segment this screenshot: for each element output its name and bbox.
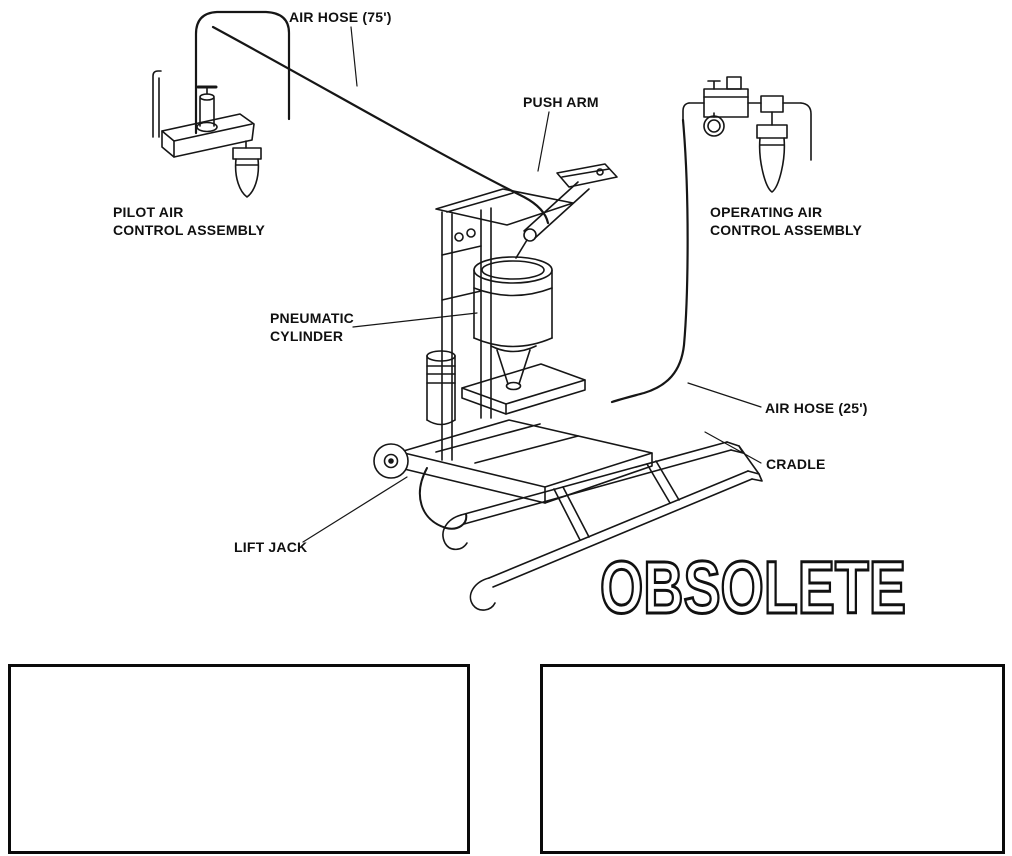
caption-box-right [540, 664, 1005, 854]
label-line-2: CYLINDER [270, 328, 344, 344]
air-hose-75-drawing [194, 10, 550, 225]
leader-air-hose-75 [350, 26, 358, 87]
leader-pneumatic-cylinder [352, 312, 478, 328]
label-pilot-air-control-assembly: PILOT AIR CONTROL ASSEMBLY [113, 203, 265, 239]
label-air-hose-75: AIR HOSE (75') [289, 9, 392, 25]
label-pneumatic-cylinder: PNEUMATIC CYLINDER [270, 309, 354, 345]
leader-lift-jack [302, 476, 408, 543]
leader-lines [302, 26, 762, 543]
leader-push-arm [537, 111, 550, 172]
label-air-hose-25: AIR HOSE (25') [765, 400, 868, 416]
leader-cradle [704, 431, 762, 464]
obsolete-stamp: OBSOLETE [600, 546, 906, 629]
label-line-1: PNEUMATIC [270, 310, 354, 326]
operating-air-control-assembly-drawing [682, 76, 812, 193]
pneumatic-cylinder-drawing [473, 256, 553, 391]
label-cradle: CRADLE [766, 456, 826, 472]
cradle-drawing [442, 441, 763, 611]
label-line-2: CONTROL ASSEMBLY [710, 222, 863, 238]
leader-air-hose-25 [687, 382, 762, 408]
lift-jack-machine-drawing [373, 188, 653, 530]
caption-box-left [8, 664, 470, 854]
pilot-air-control-assembly-drawing [152, 70, 262, 198]
label-operating-air-control-assembly: OPERATING AIR CONTROL ASSEMBLY [710, 203, 862, 239]
label-line-1: OPERATING AIR [710, 204, 823, 220]
push-arm-drawing [515, 163, 618, 259]
label-line-2: CONTROL ASSEMBLY [113, 222, 266, 238]
label-push-arm: PUSH ARM [523, 94, 599, 110]
label-line-1: PILOT AIR [113, 204, 184, 220]
air-hose-25-drawing [610, 118, 689, 404]
label-lift-jack: LIFT JACK [234, 539, 308, 555]
